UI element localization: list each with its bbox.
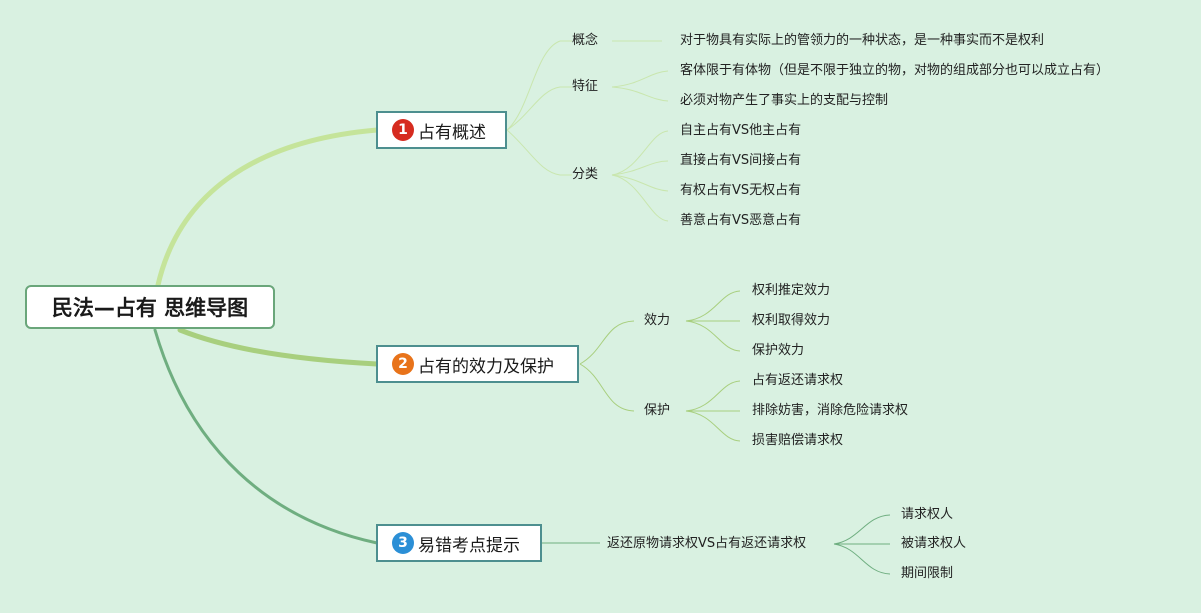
branch-2-label: 占有的效力及保护	[418, 356, 554, 377]
leaf-protection-2[interactable]: 排除妨害，消除危险请求权	[752, 403, 909, 418]
root-topic[interactable]: 民法—占有 思维导图	[25, 285, 275, 329]
leaf-protection-3[interactable]: 损害赔偿请求权	[752, 433, 844, 448]
subtopic-classification[interactable]: 分类	[572, 167, 599, 182]
branch-2-node[interactable]: 2 占有的效力及保护	[376, 345, 579, 383]
subtopic-claim-comparison[interactable]: 返还原物请求权VS占有返还请求权	[607, 536, 807, 551]
number-badge-3: 3	[392, 532, 414, 554]
root-to-branch-2-line	[177, 327, 380, 367]
branch-3-label: 易错考点提示	[418, 535, 520, 556]
leaf-classification-3[interactable]: 有权占有VS无权占有	[680, 183, 802, 198]
leaf-feature-1[interactable]: 客体限于有体物（但是不限于独立的物，对物的组成部分也可以成立占有）	[680, 63, 1110, 78]
subtopic-protection[interactable]: 保护	[644, 403, 671, 418]
branch-1-node[interactable]: 1 占有概述	[376, 111, 507, 149]
leaf-protection-1[interactable]: 占有返还请求权	[752, 373, 844, 388]
number-badge-1: 1	[392, 119, 414, 141]
subtopic-features[interactable]: 特征	[572, 79, 599, 94]
leaf-feature-2[interactable]: 必须对物产生了事实上的支配与控制	[680, 93, 889, 108]
branch-2-links	[579, 290, 741, 442]
leaf-claim-1[interactable]: 请求权人	[901, 507, 954, 522]
leaf-classification-4[interactable]: 善意占有VS恶意占有	[680, 213, 802, 228]
number-badge-2: 2	[392, 353, 414, 375]
leaf-concept-definition[interactable]: 对于物具有实际上的管领力的一种状态，是一种事实而不是权利	[680, 33, 1045, 48]
leaf-effect-2[interactable]: 权利取得效力	[752, 313, 831, 328]
leaf-effect-1[interactable]: 权利推定效力	[752, 283, 831, 298]
branch-1-links	[506, 40, 669, 222]
leaf-classification-1[interactable]: 自主占有VS他主占有	[680, 123, 802, 138]
root-topic-label: 民法—占有 思维导图	[51, 296, 249, 320]
subtopic-effect[interactable]: 效力	[644, 313, 671, 328]
root-to-branch-3-line	[153, 328, 379, 545]
branch-3-node[interactable]: 3 易错考点提示	[376, 524, 542, 562]
leaf-effect-3[interactable]: 保护效力	[752, 343, 805, 358]
subtopic-concept[interactable]: 概念	[572, 33, 599, 48]
root-to-branch-1-line	[155, 127, 380, 288]
leaf-claim-2[interactable]: 被请求权人	[901, 536, 967, 551]
leaf-classification-2[interactable]: 直接占有VS间接占有	[680, 153, 802, 168]
branch-1-label: 占有概述	[418, 122, 486, 143]
leaf-claim-3[interactable]: 期间限制	[901, 566, 954, 581]
branch-3-links	[542, 514, 891, 575]
